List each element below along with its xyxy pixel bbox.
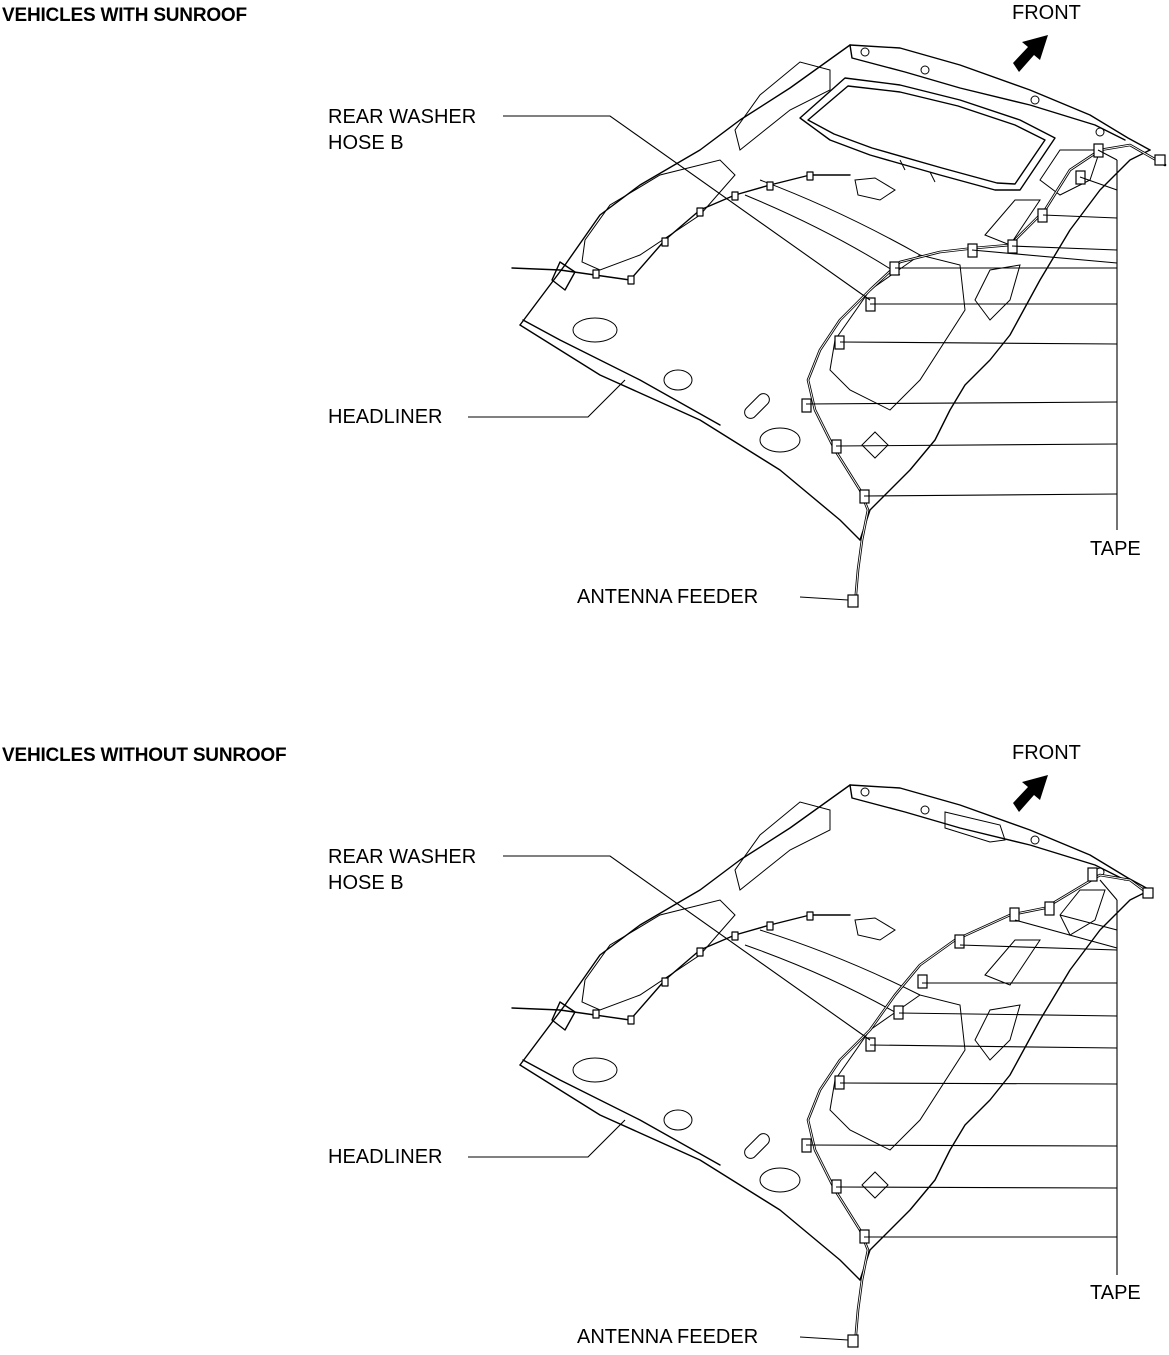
tape-marker — [1087, 867, 1098, 882]
headliner-label: HEADLINER — [328, 1146, 443, 1168]
tape-label: TAPE — [1090, 1282, 1141, 1304]
antenna-feeder-leader — [799, 596, 849, 601]
headliner-drawing — [468, 35, 1167, 608]
tape-marker — [917, 974, 928, 989]
rear-washer-hose — [511, 911, 851, 1031]
rear-washer-hose-label-line1: REAR WASHER — [328, 846, 477, 868]
antenna-feeder-leader — [799, 1336, 849, 1341]
rear-washer-hose-label-line2: HOSE B — [328, 132, 404, 154]
front-arrow-icon — [1013, 775, 1048, 812]
headliner-leader — [468, 1119, 626, 1158]
headliner-label: HEADLINER — [328, 406, 443, 428]
tape-marker — [801, 398, 812, 413]
front-label: FRONT — [1012, 742, 1081, 764]
leader-lines — [468, 115, 1118, 601]
front-label: FRONT — [1012, 2, 1081, 24]
headliner-details — [572, 47, 1105, 459]
tape-marker — [1009, 907, 1020, 922]
rear-washer-hose-label-line2: HOSE B — [328, 872, 404, 894]
tape-marker — [893, 1005, 904, 1020]
panel-title: VEHICLES WITHOUT SUNROOF — [2, 745, 287, 766]
diagram-without-sunroof: VEHICLES WITHOUT SUNROOF FRONT REAR WASH… — [0, 740, 1169, 1355]
antenna-feeder-label: ANTENNA FEEDER — [577, 586, 759, 608]
headliner-drawing — [468, 775, 1154, 1348]
sunroof-opening — [799, 77, 1056, 191]
tape-label: TAPE — [1090, 538, 1141, 560]
panel-title: VEHICLES WITH SUNROOF — [2, 5, 247, 26]
antenna-feeder-harness — [806, 873, 1154, 1348]
headliner-leader — [468, 379, 626, 418]
tape-marker — [954, 934, 965, 949]
front-arrow-icon — [1013, 35, 1048, 72]
rear-washer-hose-leader — [503, 115, 871, 301]
antenna-feeder-label: ANTENNA FEEDER — [577, 1326, 759, 1348]
antenna-feeder-harness — [806, 143, 1167, 608]
rear-washer-hose — [511, 171, 851, 291]
rear-washer-hose-leader — [503, 855, 871, 1041]
leader-lines — [468, 855, 1118, 1341]
tape-marker — [1044, 901, 1055, 916]
rear-washer-hose-label-line1: REAR WASHER — [328, 106, 477, 128]
diagram-with-sunroof: VEHICLES WITH SUNROOF FRONT REAR WASHER … — [2, 2, 1167, 608]
